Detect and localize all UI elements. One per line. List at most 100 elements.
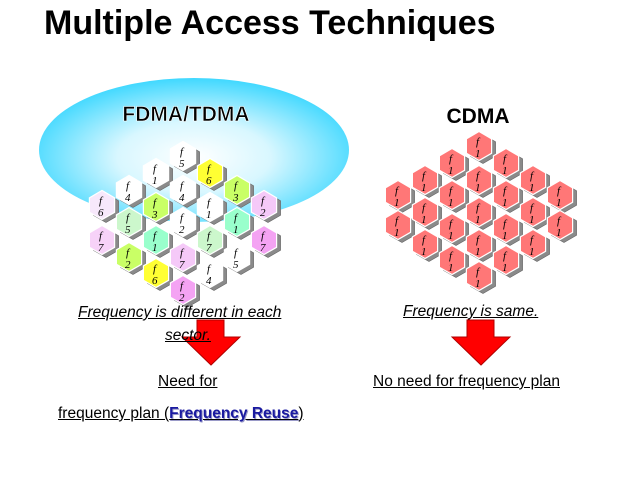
cdma-hex-label: f: [476, 202, 481, 214]
fdma-hex-subscript: 7: [260, 242, 266, 254]
frequency-plan-suffix: ): [298, 405, 304, 422]
cdma-hex-label: f: [449, 185, 454, 197]
cdma-hex-subscript: 1: [394, 197, 400, 209]
cdma-hex-subscript: 1: [475, 246, 481, 258]
fdma-hex-label: f: [126, 212, 131, 224]
cdma-hex-label: f: [476, 136, 481, 148]
fdma-hex-label: f: [99, 195, 104, 207]
cdma-hex-label: f: [503, 250, 508, 262]
fdma-hex-label: f: [180, 180, 185, 192]
fdma-hex-label: f: [234, 212, 239, 224]
fdma-hex-subscript: 1: [233, 224, 239, 236]
cdma-hex-label: f: [530, 234, 535, 246]
fdma-hex-subscript: 6: [206, 175, 212, 187]
fdma-hex-label: f: [153, 230, 158, 242]
fdma-hex-label: f: [180, 212, 185, 224]
fdma-hex-label: f: [207, 230, 212, 242]
fdma-hex-subscript: 4: [206, 275, 212, 287]
cdma-hex-grid: f1f1f1f1f1f1f1f1f1f1f1f1f1f1f1f1f1f1f1f1…: [384, 130, 577, 294]
cdma-hex-subscript: 1: [475, 182, 481, 194]
cdma-hex-subscript: 1: [421, 214, 427, 226]
cdma-hex-label: f: [503, 218, 508, 230]
fdma-hex-cell: f3: [142, 191, 173, 225]
cdma-hex-cell: f1: [492, 244, 523, 278]
fdma-hex-cell: f6: [88, 189, 119, 223]
fdma-caption-line1: Frequency is different in each: [78, 304, 282, 321]
fdma-hex-label: f: [207, 197, 212, 209]
no-need-text: No need for frequency plan: [373, 373, 560, 390]
fdma-hex-cell: f1: [142, 157, 173, 191]
cdma-hex-cell: f1: [411, 228, 442, 262]
frequency-reuse-link[interactable]: Frequency Reuse: [169, 405, 299, 422]
cdma-hex-subscript: 1: [502, 197, 508, 209]
fdma-hex-label: f: [153, 163, 158, 175]
fdma-hex-label: f: [234, 180, 239, 192]
fdma-hex-label: f: [126, 180, 131, 192]
fdma-hex-cell: f4: [169, 174, 200, 208]
fdma-hex-cell: f6: [142, 257, 173, 291]
cdma-hex-cell: f1: [492, 179, 523, 213]
fdma-hex-cell: f7: [88, 224, 119, 258]
fdma-hex-label: f: [99, 230, 104, 242]
fdma-hex-subscript: 5: [125, 224, 131, 236]
cdma-hex-cell: f1: [492, 147, 523, 181]
fdma-hex-subscript: 1: [152, 175, 158, 187]
cdma-hex-cell: f1: [492, 212, 523, 246]
fdma-hex-cell: f7: [196, 224, 227, 258]
fdma-hex-subscript: 3: [151, 209, 158, 221]
cdma-hex-subscript: 1: [556, 227, 562, 239]
fdma-hex-subscript: 5: [233, 259, 239, 271]
need-for-text: Need for: [158, 373, 218, 390]
cdma-hex-cell: f1: [465, 164, 496, 198]
fdma-hex-subscript: 5: [179, 158, 185, 170]
fdma-hex-subscript: 7: [98, 242, 104, 254]
fdma-hex-subscript: 4: [125, 192, 131, 204]
fdma-caption-line2: sector.: [165, 327, 211, 344]
fdma-hex-cell: f5: [115, 206, 146, 240]
cdma-hex-subscript: 1: [502, 262, 508, 274]
fdma-hex-cell: f4: [115, 174, 146, 208]
cdma-hex-subscript: 1: [448, 262, 454, 274]
fdma-hex-label: f: [207, 263, 212, 275]
cdma-hex-label: f: [476, 170, 481, 182]
cdma-hex-cell: f1: [519, 196, 550, 230]
frequency-plan-line: frequency plan (Frequency Reuse): [58, 405, 304, 423]
fdma-hex-subscript: 7: [179, 259, 185, 271]
cdma-caption: Frequency is same.: [403, 303, 539, 320]
fdma-hex-label: f: [153, 263, 158, 275]
fdma-hex-label: f: [153, 197, 158, 209]
fdma-hex-subscript: 3: [232, 192, 239, 204]
down-arrow-left-icon: [180, 319, 242, 366]
fdma-hex-cell: f2: [115, 241, 146, 275]
cdma-hex-subscript: 1: [475, 278, 481, 290]
fdma-hex-subscript: 6: [98, 207, 104, 219]
cdma-hex-cell: f1: [438, 179, 469, 213]
cdma-hex-subscript: 1: [502, 165, 508, 177]
fdma-hex-cell: f5: [223, 241, 254, 275]
cdma-hex-label: f: [476, 266, 481, 278]
fdma-hex-cell: f1: [223, 206, 254, 240]
cdma-hex-subscript: 1: [448, 165, 454, 177]
fdma-hex-cell: f2: [250, 189, 281, 223]
cdma-hex-cell: f1: [438, 147, 469, 181]
cdma-hex-cell: f1: [546, 209, 577, 243]
fdma-hex-cell: f2: [169, 206, 200, 240]
fdma-hex-cell: f1: [196, 191, 227, 225]
fdma-hex-cell: f3: [223, 174, 254, 208]
fdma-hex-subscript: 4: [179, 192, 185, 204]
fdma-hex-subscript: 2: [260, 207, 266, 219]
cdma-hex-cell: f1: [465, 228, 496, 262]
cdma-hex-subscript: 1: [475, 214, 481, 226]
fdma-hex-label: f: [261, 230, 266, 242]
frequency-plan-prefix: frequency plan (: [58, 405, 170, 422]
cdma-hex-cell: f1: [384, 179, 415, 213]
fdma-hex-label: f: [180, 146, 185, 158]
cdma-hex-cell: f1: [465, 130, 496, 164]
cdma-hex-label: f: [557, 215, 562, 227]
cdma-hex-label: f: [449, 250, 454, 262]
fdma-hex-subscript: 1: [152, 242, 158, 254]
cdma-hex-subscript: 1: [448, 230, 454, 242]
fdma-hex-grid: f6f7f4f5f2f1f3f1f6f5f4f2f7f2f6f1f7f4f3f1…: [88, 140, 281, 308]
cdma-hex-label: f: [422, 234, 427, 246]
fdma-hex-cell: f2: [169, 274, 200, 308]
